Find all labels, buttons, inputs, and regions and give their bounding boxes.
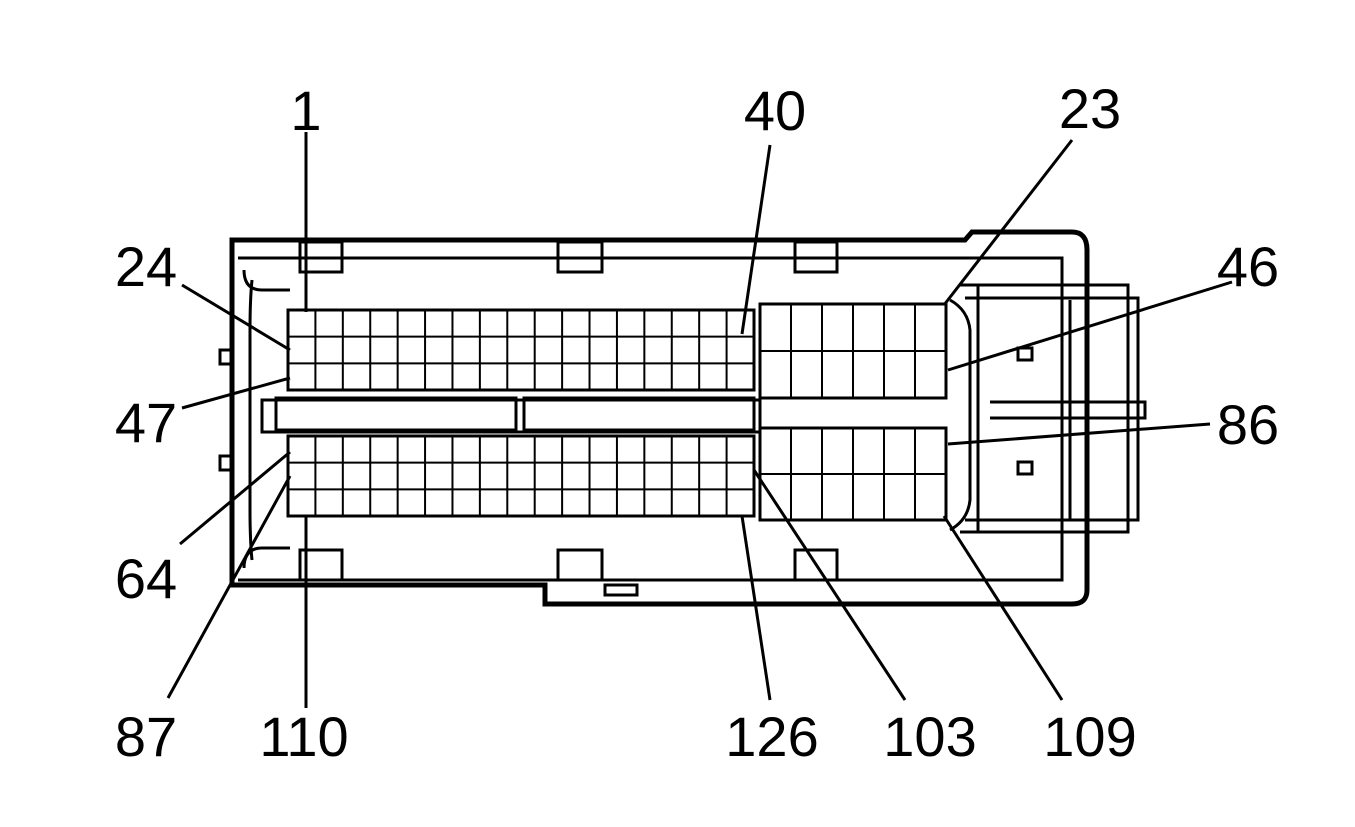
pin-block-lower-right <box>758 426 948 522</box>
pin-block-upper-right <box>758 302 948 400</box>
leader-24 <box>181 283 291 352</box>
leader-lines <box>166 132 1233 708</box>
leader-126 <box>740 515 772 701</box>
label-pin-46: 46 <box>1217 235 1279 298</box>
pin-block-upper-left <box>286 308 756 392</box>
label-pin-110: 110 <box>259 705 348 768</box>
leader-103 <box>752 469 907 701</box>
leader-46 <box>947 280 1233 372</box>
pin-labels: 1 40 23 24 46 47 86 64 87 110 126 103 10… <box>115 77 1279 768</box>
leader-109 <box>942 515 1064 701</box>
label-pin-86: 86 <box>1217 393 1279 456</box>
leader-87 <box>166 475 292 699</box>
leader-86 <box>947 422 1211 446</box>
label-pin-64: 64 <box>115 547 177 610</box>
label-pin-40: 40 <box>744 79 806 142</box>
leader-47 <box>181 376 291 410</box>
connector-housing <box>218 229 1147 607</box>
leader-23 <box>942 139 1074 306</box>
label-pin-23: 23 <box>1059 77 1121 140</box>
label-pin-1: 1 <box>290 79 321 142</box>
leader-64 <box>179 450 291 546</box>
label-pin-109: 109 <box>1043 705 1136 768</box>
label-pin-126: 126 <box>725 705 818 768</box>
label-pin-103: 103 <box>883 705 976 768</box>
label-pin-87: 87 <box>115 705 177 768</box>
leader-40 <box>740 144 772 335</box>
label-pin-47: 47 <box>115 391 177 454</box>
label-pin-24: 24 <box>115 235 177 298</box>
pin-block-lower-left <box>286 434 756 518</box>
